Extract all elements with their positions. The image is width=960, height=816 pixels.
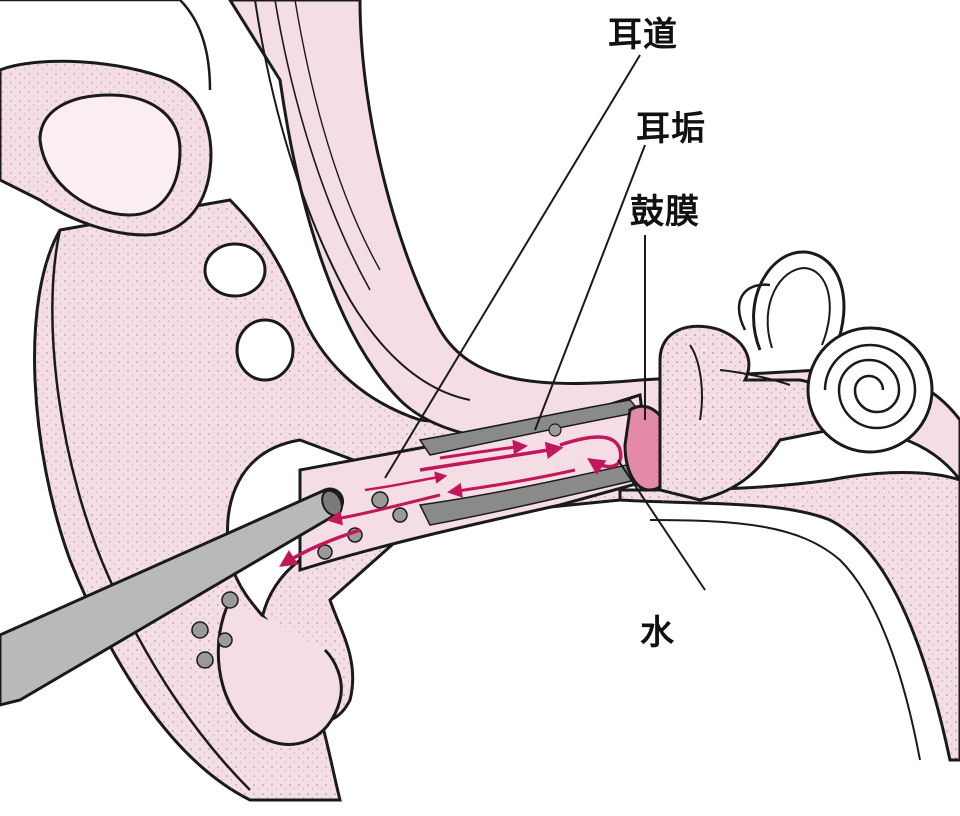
- skull-bone: [203, 0, 960, 483]
- finger-icon: [0, 0, 213, 237]
- label-earwax: 耳垢: [636, 109, 706, 149]
- label-water: 水: [640, 613, 675, 653]
- lower-tissue: [618, 471, 960, 762]
- leader-ear-canal: [384, 54, 641, 479]
- leader-water: [617, 459, 706, 591]
- leader-earwax: [534, 144, 646, 431]
- water-flow-arrows: [279, 435, 623, 567]
- semicircular-canals: [737, 250, 846, 351]
- leader-lines: [384, 54, 706, 591]
- cochlea-icon: [806, 326, 934, 454]
- outer-ear: [33, 198, 622, 802]
- label-eardrum: 鼓膜: [630, 192, 700, 232]
- middle-ear: [658, 324, 836, 502]
- label-ear-canal: 耳道: [608, 15, 678, 55]
- earwax-particles: [191, 423, 562, 669]
